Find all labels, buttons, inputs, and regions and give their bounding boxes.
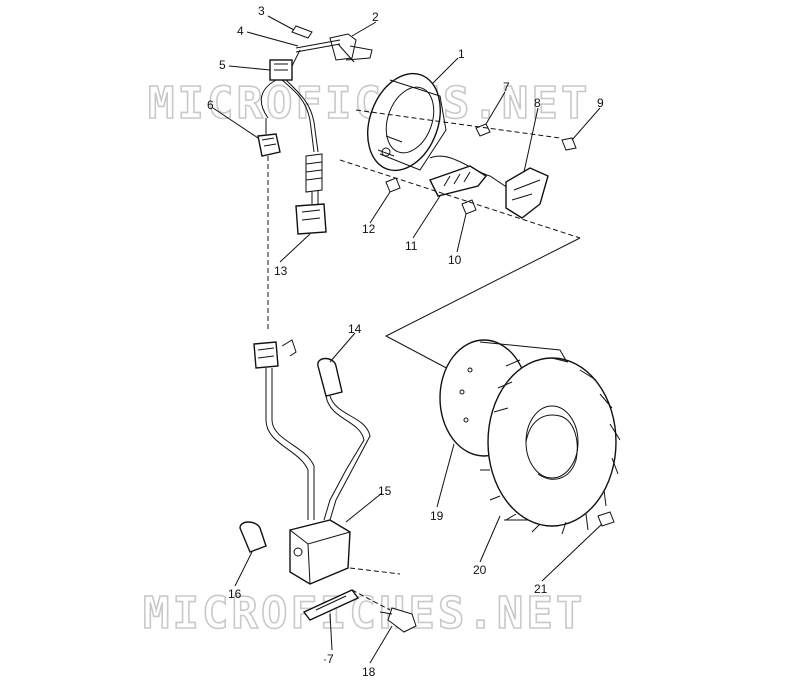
callout-20: 20 — [473, 563, 487, 577]
terminal-cap-part-16 — [239, 521, 267, 553]
callout-18: 18 — [362, 665, 376, 679]
watermark-top: MICROFICHES.NET — [148, 78, 590, 129]
callout-1: 1 — [458, 47, 465, 61]
callout-21: 21 — [534, 582, 548, 596]
watermark-bottom: MICROFICHES.NET — [143, 588, 585, 639]
bolt-part-21 — [597, 511, 615, 527]
callout-4: 4 — [237, 24, 244, 38]
screw-part-10 — [461, 199, 477, 215]
callout-8: 8 — [534, 96, 541, 110]
ignition-coil-part-15 — [289, 519, 351, 585]
screw-part-3 — [291, 25, 313, 39]
flywheel-part-19-20 — [439, 339, 621, 535]
callout-6: 6 — [207, 98, 214, 112]
wiring-harness-upper — [257, 25, 373, 330]
stator-plate-part-1 — [367, 72, 447, 172]
leader-lines — [212, 15, 603, 664]
stator-guide-lines — [339, 109, 581, 239]
flywheel-fins — [480, 357, 621, 535]
callout-2: 2 — [372, 10, 379, 24]
pickup-part-11 — [429, 165, 488, 197]
flywheel-guide-line — [384, 237, 581, 373]
spark-plug-cap-part-14 — [317, 357, 343, 397]
harness-connector — [253, 341, 279, 369]
screw-part-9 — [561, 137, 577, 151]
callout-17: ·7 — [323, 652, 334, 666]
callout-9: 9 — [597, 96, 604, 110]
callout-12: 12 — [362, 222, 376, 236]
bolt-part-18 — [387, 607, 417, 633]
callout-19: 19 — [430, 509, 444, 523]
callout-7: 7 — [503, 80, 510, 94]
callout-10: 10 — [448, 253, 462, 267]
strap-part-17 — [302, 589, 360, 621]
callout-15: 15 — [378, 484, 392, 498]
stator-wire — [429, 155, 521, 197]
screw-part-12 — [385, 177, 401, 193]
callout-3: 3 — [258, 4, 265, 18]
bracket-part-2 — [329, 33, 357, 61]
callout-11: 11 — [405, 239, 418, 253]
ignition-harness-lower — [239, 339, 417, 633]
callout-16: 16 — [228, 587, 242, 601]
callout-14: 14 — [348, 322, 362, 336]
callout-5: 5 — [219, 58, 226, 72]
pickup-part-8 — [505, 167, 549, 219]
callout-13: 13 — [274, 264, 288, 278]
